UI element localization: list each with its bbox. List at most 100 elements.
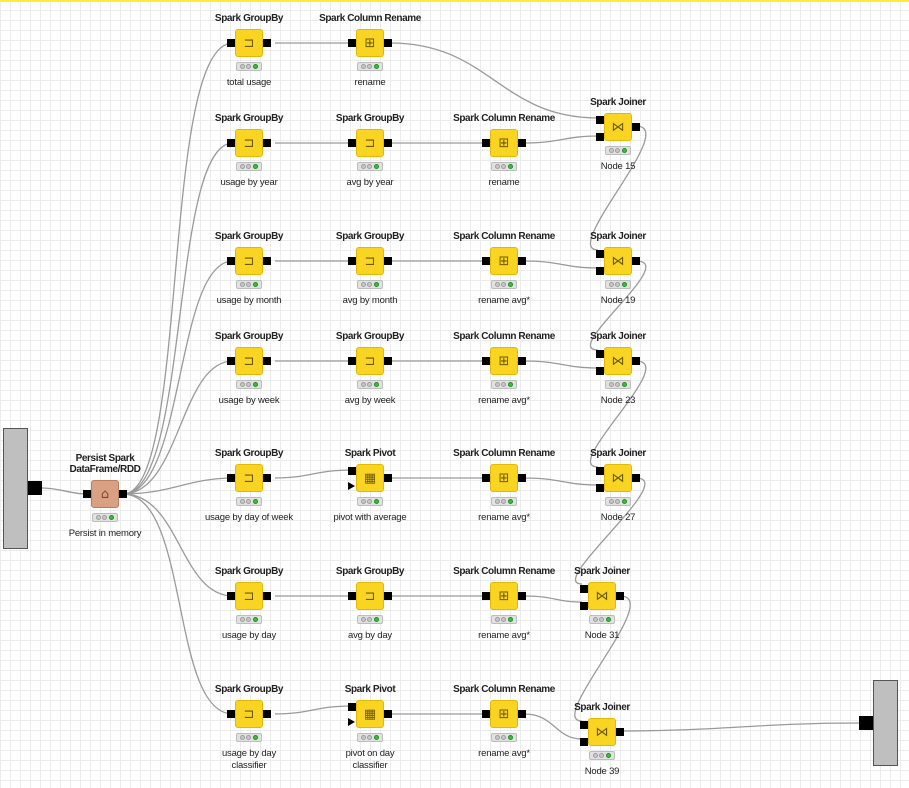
output-port[interactable] [518, 710, 526, 718]
input-port[interactable] [348, 139, 356, 147]
column-rename-icon[interactable]: ⊞ [490, 700, 518, 728]
persist-icon[interactable]: ⌂ [91, 480, 119, 508]
spark-groupby-node[interactable]: Spark GroupBy ⊐ usage by week [184, 331, 314, 406]
output-port[interactable] [632, 257, 640, 265]
input-port[interactable] [348, 357, 356, 365]
output-port[interactable] [518, 592, 526, 600]
spark-column-rename-node[interactable]: Spark Column Rename ⊞ rename avg* [439, 231, 569, 306]
groupby-icon[interactable]: ⊐ [235, 129, 263, 157]
groupby-icon[interactable]: ⊐ [235, 347, 263, 375]
input-port[interactable] [482, 710, 490, 718]
input-port[interactable] [348, 39, 356, 47]
output-port[interactable] [632, 123, 640, 131]
spark-joiner-node[interactable]: Spark Joiner ⋈ Node 27 [553, 448, 683, 523]
input-port-right[interactable] [580, 738, 588, 746]
spark-groupby-node[interactable]: Spark GroupBy ⊐ usage by day classifier [184, 684, 314, 771]
output-port[interactable] [518, 357, 526, 365]
input-port[interactable] [482, 474, 490, 482]
flow-variable-port[interactable] [348, 482, 355, 490]
output-port[interactable] [632, 357, 640, 365]
input-port[interactable] [482, 357, 490, 365]
input-port-left[interactable] [596, 350, 604, 358]
spark-groupby-node[interactable]: Spark GroupBy ⊐ avg by year [305, 113, 435, 188]
output-port[interactable] [384, 139, 392, 147]
joiner-icon[interactable]: ⋈ [604, 113, 632, 141]
spark-joiner-node[interactable]: Spark Joiner ⋈ Node 15 [553, 97, 683, 172]
input-port[interactable] [348, 257, 356, 265]
output-port[interactable] [616, 592, 624, 600]
output-port[interactable] [119, 490, 127, 498]
input-port-right[interactable] [596, 484, 604, 492]
column-rename-icon[interactable]: ⊞ [356, 29, 384, 57]
groupby-icon[interactable]: ⊐ [356, 129, 384, 157]
pivot-icon[interactable]: ▦ [356, 700, 384, 728]
input-port[interactable] [227, 139, 235, 147]
groupby-icon[interactable]: ⊐ [356, 582, 384, 610]
groupby-icon[interactable]: ⊐ [235, 700, 263, 728]
spark-joiner-node[interactable]: Spark Joiner ⋈ Node 19 [553, 231, 683, 306]
output-port[interactable] [384, 357, 392, 365]
output-port[interactable] [263, 257, 271, 265]
input-port[interactable] [348, 703, 356, 711]
flow-variable-port[interactable] [348, 718, 355, 726]
spark-groupby-node[interactable]: Spark GroupBy ⊐ total usage [184, 13, 314, 88]
input-port[interactable] [482, 592, 490, 600]
metanode-output-port[interactable] [859, 716, 873, 730]
groupby-icon[interactable]: ⊐ [356, 247, 384, 275]
input-port[interactable] [227, 592, 235, 600]
joiner-icon[interactable]: ⋈ [588, 718, 616, 746]
input-port[interactable] [227, 257, 235, 265]
spark-groupby-node[interactable]: Spark GroupBy ⊐ avg by week [305, 331, 435, 406]
column-rename-icon[interactable]: ⊞ [490, 129, 518, 157]
output-port[interactable] [518, 474, 526, 482]
input-port[interactable] [83, 490, 91, 498]
input-port-right[interactable] [596, 267, 604, 275]
metanode-input-port[interactable] [28, 481, 42, 495]
spark-groupby-node[interactable]: Spark GroupBy ⊐ avg by month [305, 231, 435, 306]
input-port-left[interactable] [596, 467, 604, 475]
output-port[interactable] [263, 710, 271, 718]
spark-column-rename-node[interactable]: Spark Column Rename ⊞ rename avg* [439, 448, 569, 523]
input-port[interactable] [227, 474, 235, 482]
spark-column-rename-node[interactable]: Spark Column Rename ⊞ rename [305, 13, 435, 88]
groupby-icon[interactable]: ⊐ [235, 247, 263, 275]
joiner-icon[interactable]: ⋈ [604, 464, 632, 492]
spark-column-rename-node[interactable]: Spark Column Rename ⊞ rename avg* [439, 684, 569, 759]
metanode-input-bar[interactable] [3, 428, 28, 549]
joiner-icon[interactable]: ⋈ [604, 347, 632, 375]
spark-joiner-node[interactable]: Spark Joiner ⋈ Node 31 [537, 566, 667, 641]
input-port-left[interactable] [580, 585, 588, 593]
spark-groupby-node[interactable]: Spark GroupBy ⊐ usage by year [184, 113, 314, 188]
pivot-icon[interactable]: ▦ [356, 464, 384, 492]
output-port[interactable] [263, 39, 271, 47]
output-port[interactable] [632, 474, 640, 482]
persist-spark-node[interactable]: Persist Spark DataFrame/RDD ⌂ Persist in… [40, 453, 170, 539]
output-port[interactable] [263, 592, 271, 600]
input-port[interactable] [227, 357, 235, 365]
joiner-icon[interactable]: ⋈ [604, 247, 632, 275]
input-port-left[interactable] [580, 721, 588, 729]
column-rename-icon[interactable]: ⊞ [490, 347, 518, 375]
spark-pivot-node[interactable]: Spark Pivot ▦ pivot on day classifier [305, 684, 435, 771]
output-port[interactable] [384, 39, 392, 47]
groupby-icon[interactable]: ⊐ [235, 582, 263, 610]
groupby-icon[interactable]: ⊐ [235, 464, 263, 492]
output-port[interactable] [616, 728, 624, 736]
output-port[interactable] [384, 592, 392, 600]
output-port[interactable] [263, 474, 271, 482]
metanode-output-bar[interactable] [873, 680, 898, 766]
input-port[interactable] [227, 710, 235, 718]
output-port[interactable] [384, 257, 392, 265]
input-port-right[interactable] [596, 133, 604, 141]
spark-column-rename-node[interactable]: Spark Column Rename ⊞ rename [439, 113, 569, 188]
spark-column-rename-node[interactable]: Spark Column Rename ⊞ rename avg* [439, 566, 569, 641]
output-port[interactable] [263, 357, 271, 365]
input-port-right[interactable] [580, 602, 588, 610]
spark-groupby-node[interactable]: Spark GroupBy ⊐ usage by month [184, 231, 314, 306]
column-rename-icon[interactable]: ⊞ [490, 464, 518, 492]
groupby-icon[interactable]: ⊐ [356, 347, 384, 375]
output-port[interactable] [384, 474, 392, 482]
input-port[interactable] [482, 257, 490, 265]
column-rename-icon[interactable]: ⊞ [490, 247, 518, 275]
